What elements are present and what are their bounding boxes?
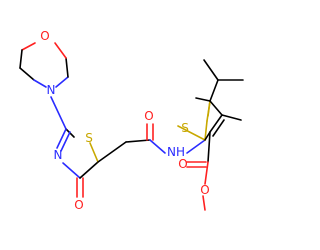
thiophene-ring xyxy=(177,97,225,141)
amide-oxygen-label: O xyxy=(144,109,153,123)
nh-thiophene-bond xyxy=(186,139,206,154)
thiophene-sulfur-label: S xyxy=(181,121,189,135)
chemical-structure-diagram: O N N S O O NH S O O xyxy=(19,29,244,212)
ester-ether-oxygen-label: O xyxy=(200,183,209,197)
thiazole-nitrogen-label: N xyxy=(54,148,63,162)
methyl-bond xyxy=(221,114,242,121)
keto-oxygen-label: O xyxy=(74,198,83,212)
ch2-carbonyl-bond xyxy=(125,139,151,143)
ester-carbonyl-oxygen-label: O xyxy=(178,157,187,171)
c5-ch2-bond xyxy=(97,141,127,163)
morpholine-ring xyxy=(19,42,69,88)
methyl-ester-group xyxy=(186,131,211,211)
isopropyl-group xyxy=(203,59,244,102)
amide-c-n-bond xyxy=(149,139,166,154)
morpholine-oxygen-label: O xyxy=(40,29,49,43)
n-c2-bond xyxy=(50,96,67,130)
morpholine-nitrogen-label: N xyxy=(47,83,56,97)
thiazole-sulfur-label: S xyxy=(85,131,93,145)
thiazolone-ring xyxy=(56,128,99,179)
amide-nh-label: NH xyxy=(167,145,185,159)
